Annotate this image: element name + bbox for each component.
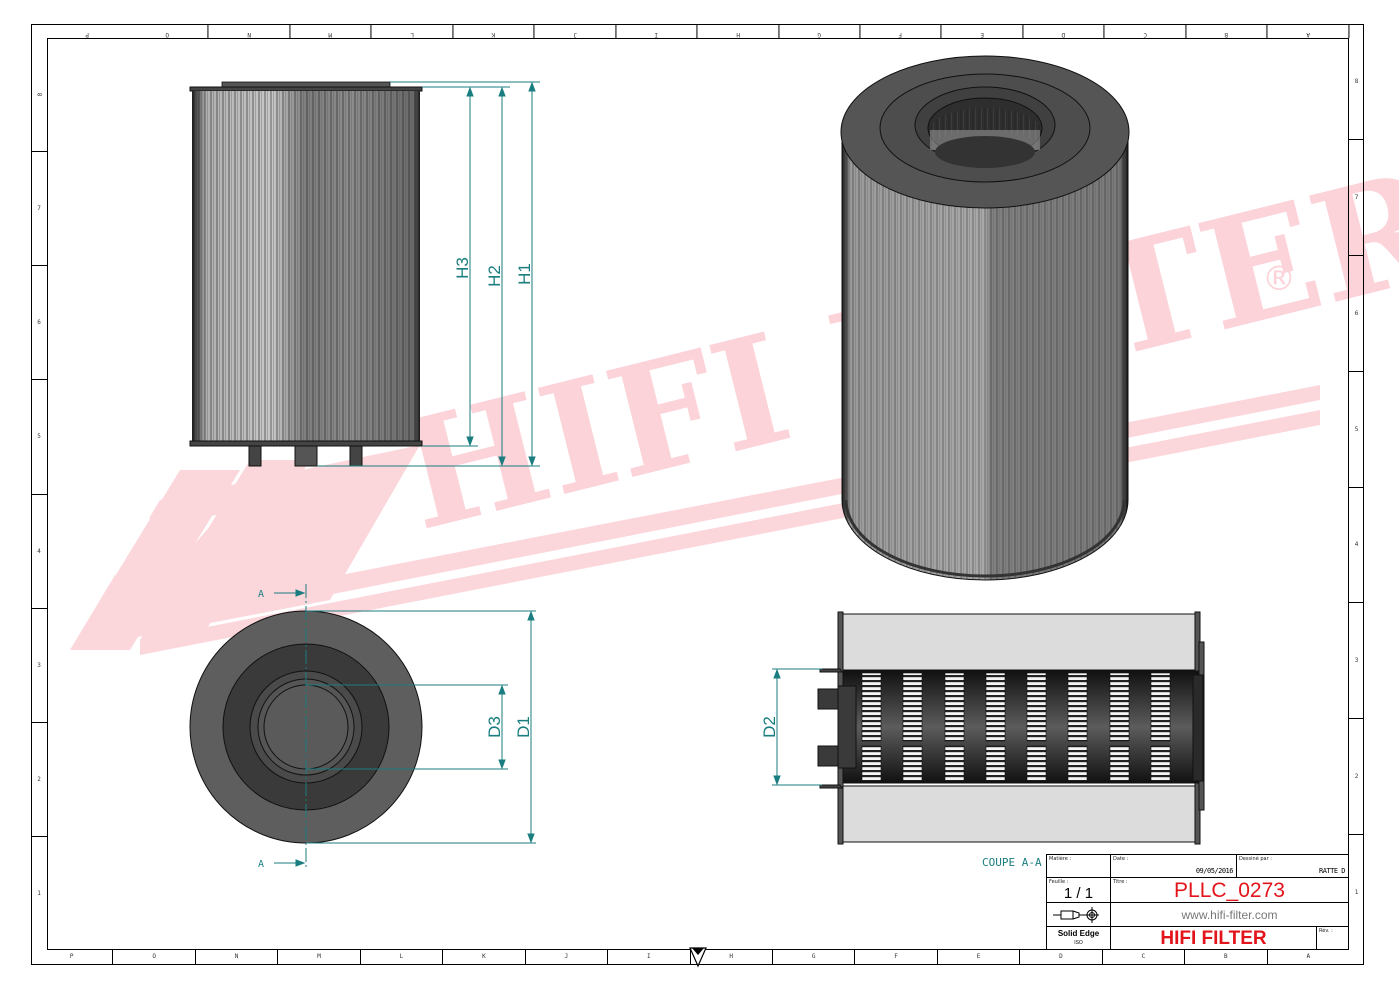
tb-website-cell: www.hifi-filter.com — [1110, 902, 1349, 927]
right-ruler-label: 1 — [1349, 834, 1364, 950]
dim-d1-label: D1 — [514, 716, 533, 738]
tb-projection-cell — [1046, 902, 1111, 927]
tb-title-label: Titre : — [1113, 879, 1128, 885]
bottom-ruler-label: B — [1184, 950, 1266, 964]
left-ruler-label: 4 — [31, 493, 47, 608]
bottom-ruler-label: F — [854, 950, 936, 964]
tb-company: HIFI FILTER — [1160, 928, 1267, 949]
dim-h1-label: H1 — [515, 263, 534, 285]
dim-h3-label: H3 — [453, 257, 472, 279]
right-ruler: 8 7 6 5 4 3 2 1 — [1349, 24, 1364, 950]
tb-date-label: Date : — [1113, 856, 1129, 862]
bottom-ruler-label: N — [194, 950, 277, 964]
bottom-ruler-label: I — [607, 950, 689, 964]
tb-title-cell: Titre : PLLC_0273 — [1110, 877, 1349, 903]
section-view: D2 COUPE A-A — [760, 611, 1205, 869]
watermark-registered: ® — [1262, 259, 1296, 299]
right-ruler-label: 5 — [1349, 370, 1364, 487]
tb-drawn-value: RATTE D — [1318, 867, 1346, 875]
bottom-ruler-label: C — [1101, 950, 1184, 964]
tb-company-cell: HIFI FILTER — [1110, 926, 1317, 950]
tb-title-value: PLLC_0273 — [1174, 879, 1285, 902]
tb-website[interactable]: www.hifi-filter.com — [1181, 908, 1278, 922]
section-mark-bottom: A — [258, 859, 264, 870]
right-ruler-label: 7 — [1349, 138, 1364, 255]
tb-material-label: Matière : — [1049, 856, 1072, 862]
bottom-ruler-label: E — [936, 950, 1019, 964]
right-ruler-label: 4 — [1349, 486, 1364, 603]
tb-software-sub: ISO — [1074, 940, 1083, 946]
tb-sheet-value: 1 / 1 — [1063, 885, 1094, 902]
tb-software: Solid Edge — [1057, 929, 1100, 938]
left-ruler-label: 3 — [31, 607, 47, 722]
bottom-ruler-label: P — [69, 953, 74, 960]
bottom-ruler-label: J — [524, 950, 607, 964]
left-ruler-label: 6 — [31, 265, 47, 379]
bottom-ruler-label: O — [112, 950, 194, 964]
side-view: H3 H2 H1 — [189, 81, 540, 467]
left-ruler-label: 2 — [31, 721, 47, 836]
bottom-ruler-label: K — [442, 950, 524, 964]
section-mark-top: A — [258, 589, 264, 600]
bottom-ruler-label: M — [277, 950, 359, 964]
projection-symbol-icon — [1053, 907, 1099, 923]
tb-sheet-cell: Feuille : 1 / 1 — [1046, 877, 1111, 903]
tb-date-cell: Date : 09/05/2016 — [1110, 854, 1237, 878]
bottom-ruler-label: G — [771, 950, 854, 964]
tb-material-cell: Matière : — [1046, 854, 1111, 878]
left-ruler: 8 7 6 5 4 3 2 1 — [31, 38, 47, 950]
iso-view — [840, 55, 1130, 581]
right-ruler-label: 3 — [1349, 602, 1364, 718]
dim-h2-label: H2 — [485, 265, 504, 287]
bottom-ruler-label: A — [1266, 950, 1349, 964]
tb-software-cell: Solid Edge ISO — [1046, 926, 1111, 950]
top-view: D3 D1 A A — [189, 584, 536, 870]
dim-d2-label: D2 — [760, 716, 779, 738]
left-ruler-label: 1 — [31, 835, 47, 950]
left-ruler-label: 7 — [31, 151, 47, 265]
tb-drawn-label: Dessiné par : — [1239, 856, 1272, 862]
tb-date-value: 09/05/2016 — [1195, 867, 1234, 875]
dim-d3-label: D3 — [485, 716, 504, 738]
right-ruler-label: 2 — [1349, 718, 1364, 834]
right-ruler-label: 8 — [1354, 77, 1359, 85]
tb-rev-label: Rév. : — [1319, 928, 1333, 934]
tb-drawn-cell: Dessiné par : RATTE D — [1236, 854, 1349, 878]
left-ruler-label: 5 — [31, 379, 47, 493]
section-caption: COUPE A-A — [982, 856, 1042, 869]
tb-rev-cell: Rév. : — [1316, 926, 1349, 950]
bottom-ruler-label: L — [359, 950, 442, 964]
tb-sheet-label: Feuille : — [1049, 879, 1069, 885]
right-ruler-label: 6 — [1349, 254, 1364, 371]
bottom-ruler-label: D — [1019, 950, 1101, 964]
